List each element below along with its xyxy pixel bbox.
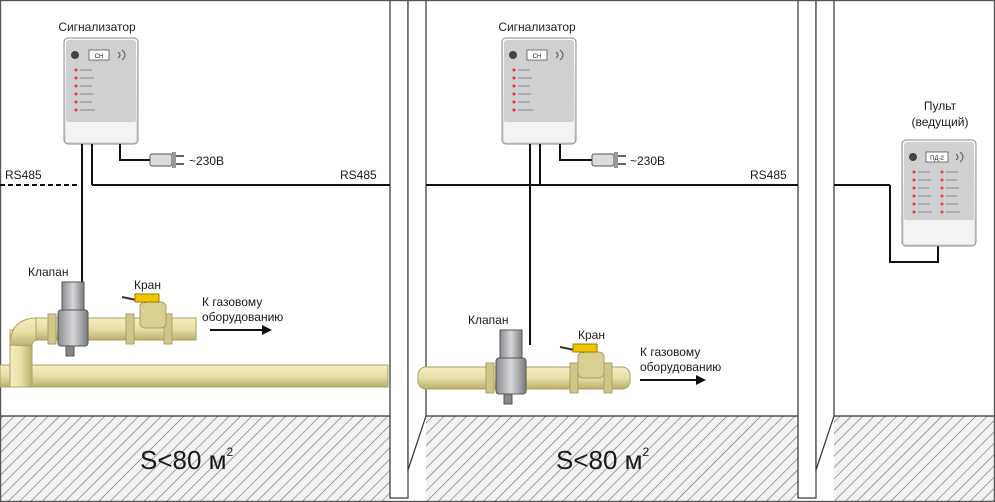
- voltage-label: ~230В: [630, 154, 665, 168]
- area-label: S<80 м2: [140, 445, 234, 475]
- arrow-right-icon: [640, 375, 706, 385]
- gas-tap: [121, 293, 167, 329]
- to-equipment-label-2: оборудованию: [640, 360, 721, 374]
- power-plug-icon: [149, 152, 184, 168]
- to-equipment-label: К газовому: [640, 345, 700, 359]
- wall: [797, 0, 835, 499]
- floor-hatch: [834, 416, 995, 502]
- gas-logo-icon: [909, 153, 917, 161]
- device-code: СН: [95, 54, 104, 60]
- console-label: Пульт: [924, 99, 957, 113]
- voltage-label: ~230В: [189, 154, 224, 168]
- console-code: ПД-2: [930, 156, 944, 162]
- gas-logo-icon: [71, 51, 79, 59]
- signal-waves-icon: [555, 49, 564, 61]
- gas-tap: [559, 343, 605, 379]
- tap-label: Кран: [134, 278, 161, 292]
- wall: [389, 0, 427, 499]
- power-plug-icon: [591, 152, 626, 168]
- tap-label: Кран: [578, 328, 605, 342]
- signalizer-device: СН: [501, 37, 577, 145]
- valve-label: Клапан: [468, 313, 508, 327]
- device-code: СН: [533, 54, 542, 60]
- signal-waves-icon: [955, 151, 964, 163]
- to-equipment-label-2: оборудованию: [202, 310, 283, 324]
- to-equipment-label: К газовому: [202, 295, 262, 309]
- floor-hatch: [426, 416, 798, 502]
- signalizer-device: СН: [63, 37, 139, 145]
- signal-waves-icon: [117, 49, 126, 61]
- valve-label: Клапан: [28, 265, 68, 279]
- console-sublabel: (ведущий): [912, 115, 969, 129]
- signalizer-label: Сигнализатор: [498, 20, 576, 34]
- rs485-label: RS485: [750, 168, 787, 182]
- solenoid-valve: [495, 329, 527, 405]
- signalizer-label: Сигнализатор: [58, 20, 136, 34]
- solenoid-valve: [57, 281, 89, 357]
- arrow-right-icon: [210, 325, 272, 335]
- rs485-label: RS485: [340, 168, 377, 182]
- gas-logo-icon: [509, 51, 517, 59]
- master-console-device: ПД-2: [901, 139, 977, 247]
- rs485-label: RS485: [5, 168, 42, 182]
- floor-hatch: [0, 416, 390, 502]
- area-label: S<80 м2: [556, 445, 650, 475]
